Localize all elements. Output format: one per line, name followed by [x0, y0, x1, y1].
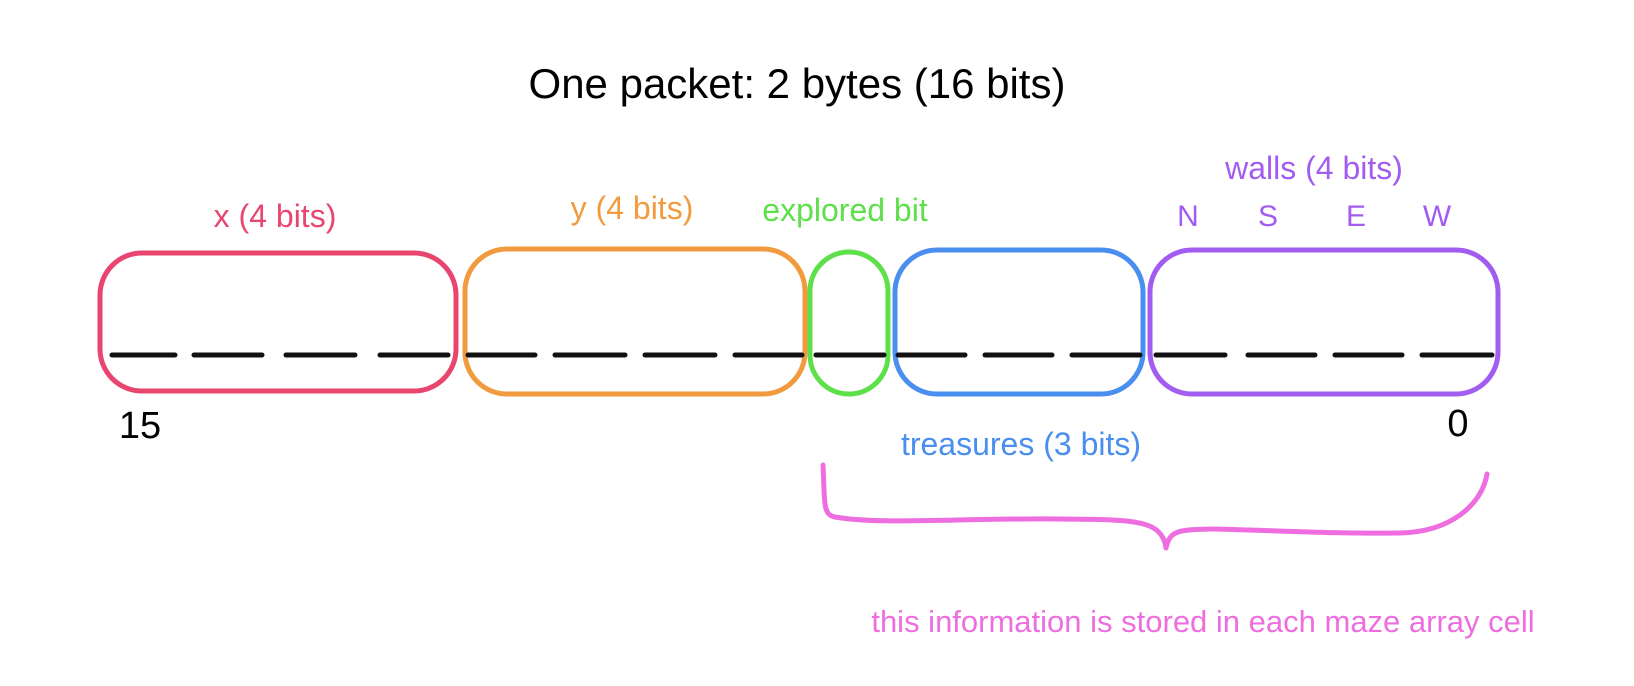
diagram-title: One packet: 2 bytes (16 bits) [529, 60, 1066, 107]
bit-index-high: 15 [119, 405, 161, 447]
brace-label: this information is stored in each maze … [871, 604, 1534, 639]
y-field-box [462, 246, 808, 397]
treasures-field-label: treasures (3 bits) [901, 426, 1141, 462]
treasures-field-box [892, 247, 1146, 397]
x-field-label: x (4 bits) [214, 198, 337, 234]
walls-field-box [1147, 247, 1501, 397]
wall-direction-n: N [1177, 200, 1199, 233]
y-field-label: y (4 bits) [571, 190, 694, 226]
wall-direction-s: S [1258, 200, 1278, 233]
wall-direction-w: W [1423, 200, 1452, 233]
wall-direction-e: E [1346, 200, 1366, 233]
walls-field-label: walls (4 bits) [1224, 150, 1403, 186]
explored-field-label: explored bit [762, 192, 928, 228]
x-field-box [97, 250, 459, 394]
curly-brace [820, 462, 1490, 551]
explored-field-box [807, 249, 891, 397]
bit-index-low: 0 [1447, 403, 1468, 445]
